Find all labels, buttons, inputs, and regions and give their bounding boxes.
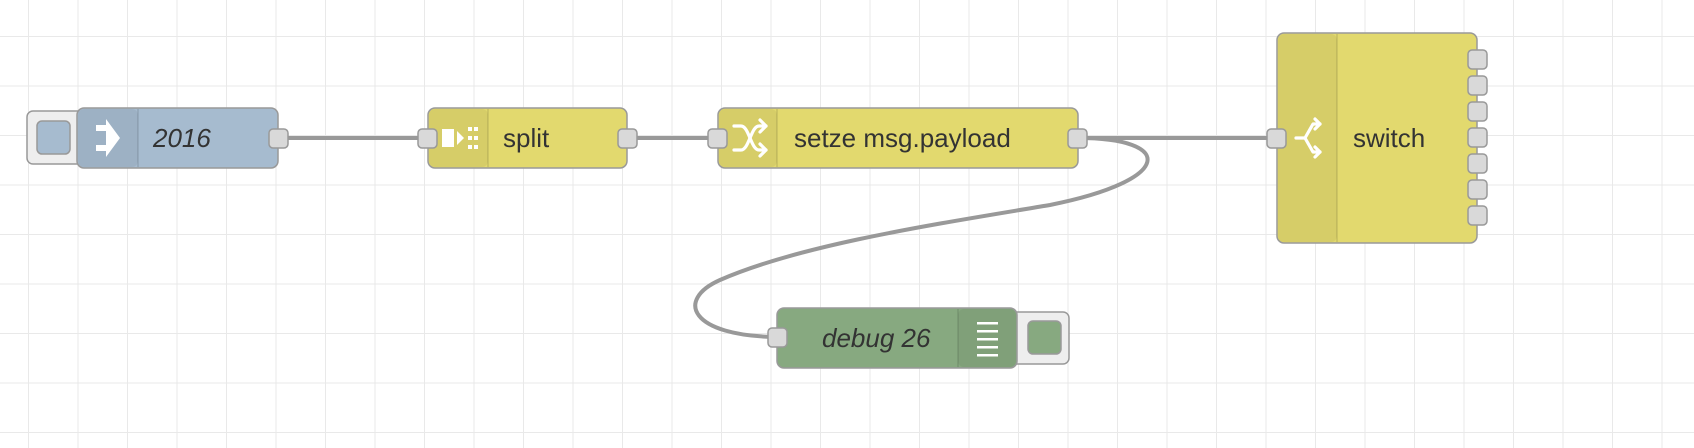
change-input-port[interactable] bbox=[707, 128, 728, 149]
switch-label: switch bbox=[1353, 123, 1425, 153]
switch-input-port[interactable] bbox=[1266, 128, 1287, 149]
switch-fork-icon bbox=[1294, 117, 1322, 159]
split-input-port[interactable] bbox=[417, 128, 438, 149]
switch-output-port-7[interactable] bbox=[1467, 205, 1488, 226]
arrow-in-icon bbox=[96, 119, 120, 157]
split-icon bbox=[442, 127, 478, 149]
debug-toggle-inner[interactable] bbox=[1027, 320, 1062, 355]
wires bbox=[278, 136, 1277, 339]
change-label: setze msg.payload bbox=[794, 123, 1011, 153]
switch-node[interactable]: switch bbox=[1266, 32, 1488, 244]
inject-node[interactable]: 2016 bbox=[26, 107, 289, 169]
switch-output-port-6[interactable] bbox=[1467, 179, 1488, 200]
change-output-port[interactable] bbox=[1067, 128, 1088, 149]
switch-output-port-3[interactable] bbox=[1467, 101, 1488, 122]
inject-label: 2016 bbox=[152, 123, 211, 153]
inject-output-port[interactable] bbox=[268, 128, 289, 149]
switch-output-port-2[interactable] bbox=[1467, 75, 1488, 96]
shuffle-icon bbox=[732, 118, 768, 158]
split-output-port[interactable] bbox=[617, 128, 638, 149]
debug-list-icon bbox=[977, 322, 998, 357]
switch-output-port-1[interactable] bbox=[1467, 49, 1488, 70]
debug-input-port[interactable] bbox=[767, 327, 788, 348]
switch-output-port-4[interactable] bbox=[1467, 127, 1488, 148]
split-node[interactable]: split bbox=[417, 107, 638, 169]
wire-change-debug[interactable] bbox=[693, 136, 1150, 339]
inject-button-inner[interactable] bbox=[36, 120, 71, 155]
debug-node[interactable]: debug 26 bbox=[767, 307, 1070, 369]
switch-output-port-5[interactable] bbox=[1467, 153, 1488, 174]
split-label: split bbox=[503, 123, 550, 153]
change-node[interactable]: setze msg.payload bbox=[707, 107, 1088, 169]
debug-label: debug 26 bbox=[822, 323, 931, 353]
switch-icon-area bbox=[1278, 34, 1337, 242]
